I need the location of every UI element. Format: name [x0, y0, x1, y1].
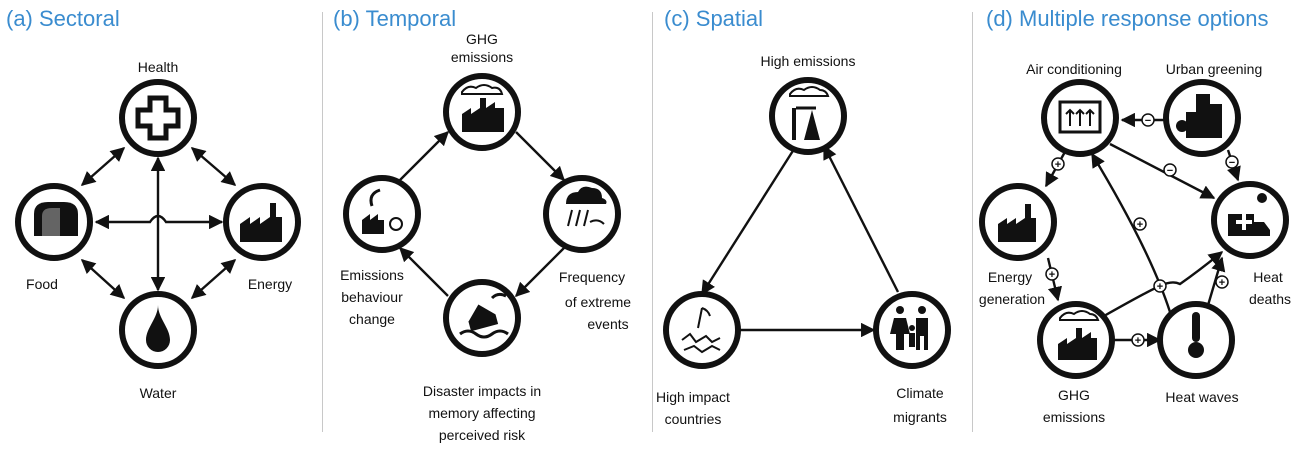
label-high-impact-2: countries	[665, 411, 722, 427]
label-heat-deaths-1: Heat	[1253, 269, 1283, 285]
label-energy-gen-1: Energy	[988, 269, 1032, 285]
sign-ac-hd: −	[1167, 165, 1173, 177]
label-heat-waves: Heat waves	[1165, 389, 1238, 405]
edge-energy-water	[190, 259, 237, 299]
label-water: Water	[140, 385, 177, 401]
buildings-icon	[1176, 94, 1222, 138]
edge-health-energy	[190, 147, 237, 186]
label-freq-2: of extreme	[565, 294, 631, 310]
edge-ghg-freq	[515, 131, 566, 182]
factory-icon	[1058, 310, 1100, 360]
sign-ug-hd: −	[1229, 157, 1235, 169]
panel-sectoral: Health Food Energy Water	[15, 59, 301, 401]
label-health: Health	[138, 59, 178, 75]
signs: − − − + + + + + +	[1045, 113, 1239, 347]
panel-multiple-response: − − − + + + + + + Air conditioning Urban…	[979, 61, 1291, 425]
factory-icon	[240, 203, 282, 242]
node-emissions-behaviour	[343, 175, 421, 253]
node-energy	[223, 183, 301, 261]
edge-food-energy	[94, 214, 224, 230]
drought-icon	[681, 307, 721, 354]
label-freq-1: Frequency	[559, 269, 625, 285]
family-icon	[890, 306, 928, 350]
label-emb-2: behaviour	[341, 289, 403, 305]
label-air-conditioning: Air conditioning	[1026, 61, 1122, 77]
label-high-impact-1: High impact	[656, 389, 730, 405]
edge-disaster-emb	[398, 246, 449, 297]
edge-food-water	[80, 259, 126, 299]
sign-ghg-hw: +	[1135, 335, 1141, 347]
label-emb-3: change	[349, 311, 395, 327]
label-disaster-1: Disaster impacts in	[423, 383, 541, 399]
cross-icon	[135, 95, 181, 141]
recycle-icon	[362, 188, 403, 234]
edge-ghg-hd	[1103, 251, 1224, 318]
label-energy-gen-2: generation	[979, 291, 1045, 307]
panel-title-spatial: (c) Spatial	[664, 6, 764, 31]
factory-icon	[998, 204, 1036, 242]
sign-eg-ghg: +	[1049, 269, 1055, 281]
thermometer-icon	[1188, 312, 1204, 358]
flood-house-icon	[459, 292, 509, 339]
edge-emb-ghg	[399, 130, 450, 181]
panel-temporal: GHG emissions Frequency of extreme event…	[340, 31, 631, 443]
edge-hw-ac	[1090, 152, 1172, 313]
ambulance-icon	[1228, 193, 1270, 236]
oil-pump-icon	[789, 86, 830, 140]
sign-ghg-hd: +	[1157, 281, 1163, 293]
label-ghg-1: GHG	[466, 31, 498, 47]
edge-health-food	[80, 147, 126, 186]
panel-title-multiple: (d) Multiple response options	[986, 6, 1269, 31]
air-conditioner-icon	[1058, 100, 1102, 134]
label-urban-greening: Urban greening	[1166, 61, 1263, 77]
bread-icon	[34, 202, 78, 236]
water-drop-icon	[146, 305, 170, 352]
panel-divider-3	[972, 12, 973, 432]
panel-spatial: High emissions High impact countries Cli…	[656, 53, 951, 427]
sign-ac-eg: +	[1055, 159, 1061, 171]
node-high-impact	[663, 291, 741, 369]
label-high-emissions: High emissions	[761, 53, 856, 69]
edge-hw-hd	[1204, 256, 1226, 313]
edge-freq-disaster	[514, 247, 565, 298]
label-disaster-3: perceived risk	[439, 427, 526, 443]
label-ghg-d-1: GHG	[1058, 387, 1090, 403]
node-high-emissions	[769, 77, 847, 155]
sign-ug-ac: −	[1145, 115, 1151, 127]
edge-high-em-to-impact	[700, 145, 798, 296]
label-emb-1: Emissions	[340, 267, 404, 283]
edge-migrants-to-high-em	[822, 144, 900, 293]
label-food: Food	[26, 276, 58, 292]
label-freq-3: events	[587, 316, 628, 332]
panel-title-sectoral: (a) Sectoral	[6, 6, 120, 31]
label-ghg-d-2: emissions	[1043, 409, 1105, 425]
label-disaster-2: memory affecting	[428, 405, 535, 421]
panel-title-temporal: (b) Temporal	[333, 6, 457, 31]
sign-hw-ac: +	[1137, 219, 1143, 231]
node-energy-generation	[979, 183, 1057, 261]
label-energy: Energy	[248, 276, 292, 292]
panel-divider-1	[322, 12, 323, 432]
edge-ac-hd	[1109, 142, 1216, 200]
label-ghg-2: emissions	[451, 49, 513, 65]
label-heat-deaths-2: deaths	[1249, 291, 1291, 307]
factory-icon	[461, 84, 504, 132]
label-migrants-1: Climate	[896, 385, 944, 401]
label-migrants-2: migrants	[893, 409, 947, 425]
storm-icon	[566, 186, 607, 227]
panel-divider-2	[652, 12, 653, 432]
sign-hw-hd: +	[1219, 277, 1225, 289]
